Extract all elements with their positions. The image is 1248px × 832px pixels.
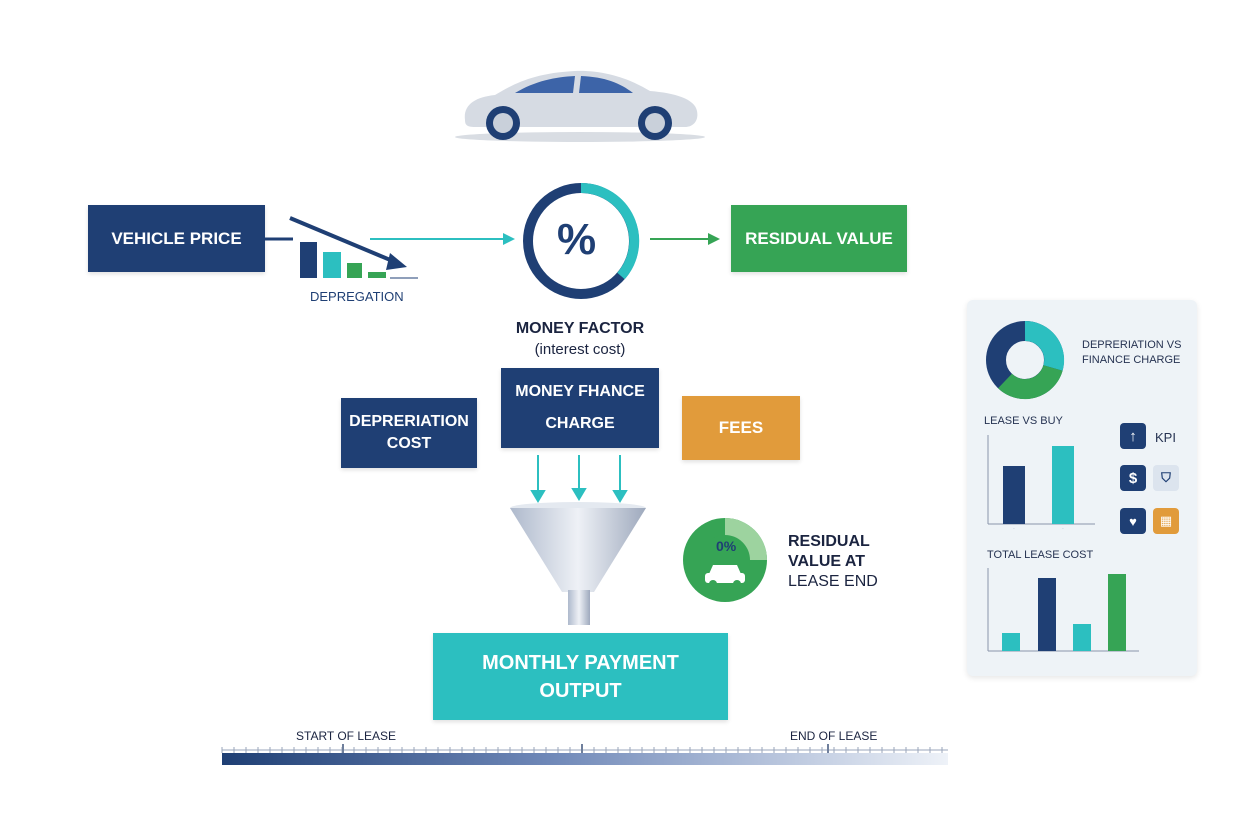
- arrow-to-residual: [650, 233, 720, 245]
- lease-timeline: [221, 744, 948, 765]
- finance-charge-line1: MONEY FHANCE: [515, 383, 645, 400]
- depreciation-cost-line2: COST: [386, 435, 432, 452]
- residual-value-label: RESIDUAL VALUE: [745, 228, 893, 248]
- up-arrow-icon[interactable]: ↑: [1120, 423, 1146, 449]
- vehicle-price-label: VEHICLE PRICE: [111, 228, 242, 248]
- money-factor-ring: [523, 182, 640, 299]
- monthly-output-line1: MONTHLY PAYMENT: [482, 651, 679, 674]
- fees-box[interactable]: FEES: [682, 396, 800, 460]
- calendar-icon[interactable]: ▦: [1153, 508, 1179, 534]
- total-lease-cost-title: TOTAL LEASE COST: [987, 549, 1094, 561]
- total-lease-cost-chart: [987, 568, 1139, 652]
- funnel-icon: [510, 502, 646, 625]
- timeline-end-label: END OF LEASE: [790, 729, 878, 743]
- kpi-label: KPI: [1155, 430, 1176, 445]
- shield-icon[interactable]: ⛉: [1153, 465, 1179, 491]
- finance-charge-box[interactable]: MONEY FHANCE CHARGE: [501, 368, 659, 448]
- money-factor-subtitle: (interest cost): [534, 341, 626, 358]
- gauge-percent: 0%: [716, 538, 737, 554]
- residual-value-box[interactable]: RESIDUAL VALUE: [731, 205, 907, 272]
- dollar-icon[interactable]: $: [1120, 465, 1146, 491]
- finance-charge-line2: CHARGE: [545, 415, 615, 432]
- residual-end-line3: LEASE END: [788, 573, 878, 590]
- percent-icon: %: [557, 215, 597, 264]
- residual-gauge: [678, 513, 772, 607]
- vehicle-price-box[interactable]: VEHICLE PRICE: [88, 205, 265, 272]
- residual-end-line1: RESIDUAL: [788, 533, 870, 550]
- car-illustration: [455, 70, 705, 142]
- monthly-payment-output[interactable]: MONTHLY PAYMENT OUTPUT: [433, 633, 728, 720]
- lease-vs-buy-title: LEASE VS BUY: [984, 415, 1063, 427]
- dollar-symbol: $: [1128, 469, 1138, 487]
- svg-text:·: ·: [1062, 526, 1064, 532]
- depreciation-cost-box[interactable]: DEPRERIATION COST: [341, 398, 477, 468]
- residual-end-line2: VALUE AT: [788, 553, 866, 570]
- donut-title-line2: FINANCE CHARGE: [1082, 354, 1181, 366]
- monthly-output-line2: OUTPUT: [539, 679, 622, 702]
- money-factor-title: MONEY FACTOR: [515, 320, 645, 337]
- timeline-start-label: START OF LEASE: [296, 729, 397, 743]
- donut-title: DEPRERIATION VS FINANCE CHARGE: [1082, 338, 1181, 368]
- piggy-bank-icon[interactable]: ♥: [1120, 508, 1146, 534]
- lease-vs-buy-chart: · ·: [987, 435, 1095, 532]
- depreciation-label: DEPREGATION: [310, 289, 404, 304]
- depreciation-mini-chart: [289, 216, 418, 279]
- donut-chart: [986, 320, 1065, 400]
- residual-end-label: RESIDUAL VALUE AT LEASE END: [788, 532, 878, 592]
- price-connector: [265, 237, 293, 241]
- svg-text:·: ·: [1013, 526, 1015, 532]
- funnel-input-arrows: [530, 455, 628, 503]
- donut-title-line1: DEPRERIATION VS: [1082, 339, 1182, 351]
- fees-label: FEES: [718, 418, 764, 437]
- dashboard-panel: DEPRERIATION VS FINANCE CHARGE LEASE VS …: [967, 300, 1197, 676]
- arrow-to-money-factor: [370, 233, 515, 245]
- depreciation-cost-line1: DEPRERIATION: [349, 413, 469, 430]
